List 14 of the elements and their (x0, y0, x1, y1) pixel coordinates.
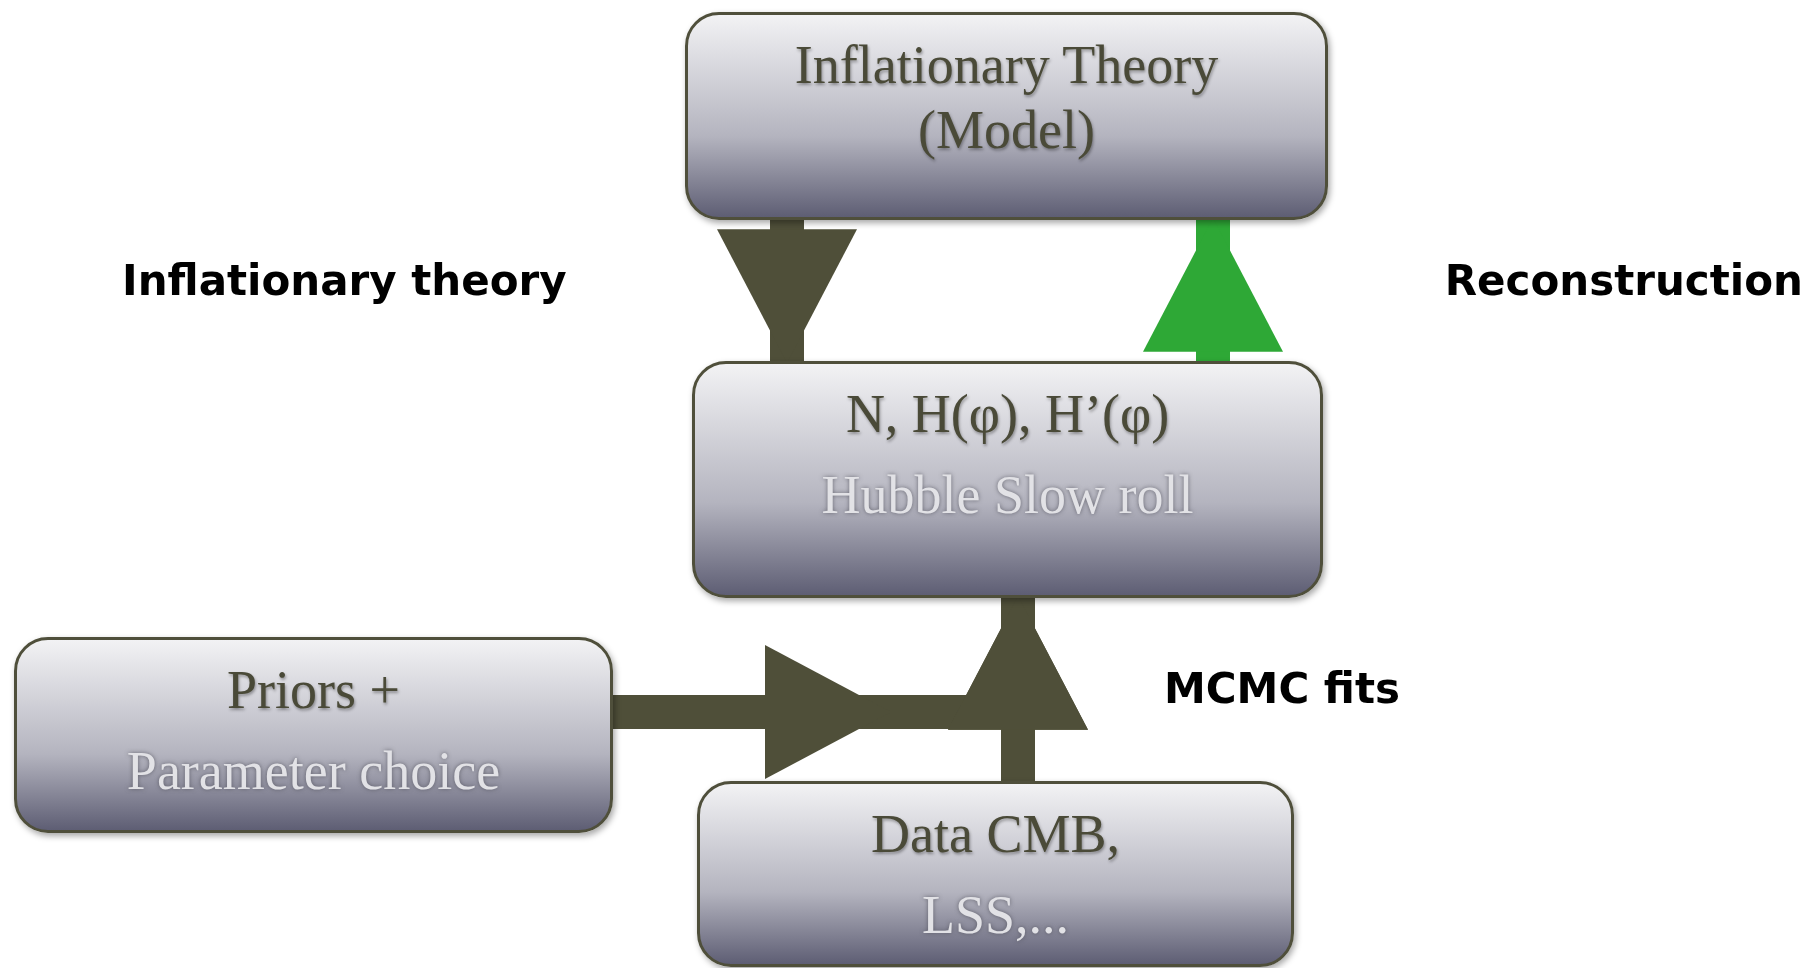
node-title: Priors + (227, 659, 400, 722)
process-box (697, 781, 1294, 967)
node-subtitle: Hubble Slow roll (821, 463, 1194, 527)
node-subtitle: LSS,... (921, 883, 1070, 947)
node-title: Inflationary Theory (Model) (793, 34, 1220, 162)
node-subtitle: Parameter choice (126, 739, 501, 803)
annotation-label: Inflationary theory (122, 256, 567, 305)
annotation-label: Reconstruction (1444, 256, 1803, 305)
process-box (14, 637, 613, 833)
annotation-label: MCMC fits (1164, 664, 1401, 713)
process-box (692, 361, 1323, 598)
node-title: N, H(φ), H’(φ) (845, 383, 1170, 446)
process-box (685, 12, 1328, 220)
node-title: Data CMB, (871, 803, 1120, 866)
